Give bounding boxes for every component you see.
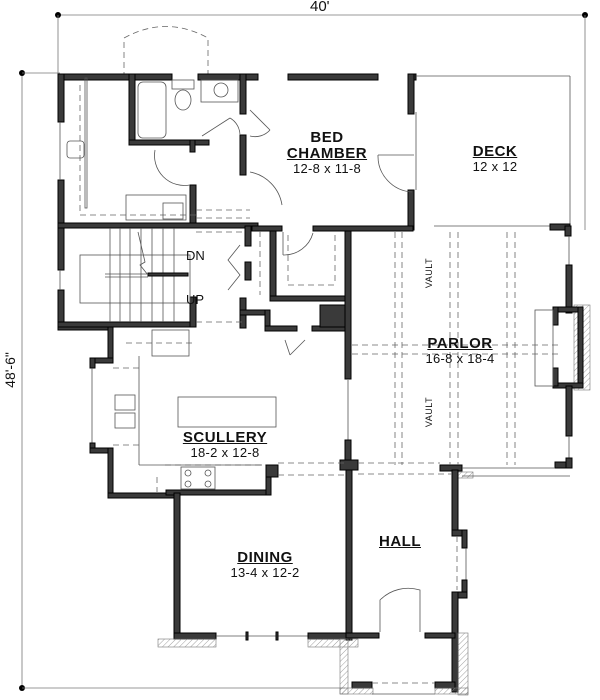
room-name: CHAMBER [286, 144, 368, 162]
kitchen-fixtures [113, 329, 277, 490]
room-name: DECK [472, 143, 518, 160]
room-size: 18-2 x 12-8 [190, 444, 260, 460]
room-label-bed-chamber: BED CHAMBER 12-8 x 11-8 [282, 130, 372, 175]
room-name: SCULLERY [182, 429, 268, 446]
door-swings [227, 109, 421, 632]
room-size: 12-8 x 11-8 [292, 160, 362, 176]
width-dimension-label: 40' [310, 0, 330, 15]
room-size: 16-8 x 18-4 [425, 350, 495, 366]
dimension-lines [19, 12, 588, 691]
room-name: PARLOR [427, 335, 493, 352]
room-label-sculley: SCULLERY 18-2 x 12-8 [170, 430, 280, 459]
ceiling-lines [79, 85, 560, 590]
room-size: 12 x 12 [472, 158, 518, 174]
room-name: DINING [237, 549, 293, 566]
vault-label-bottom: VAULT [424, 396, 435, 428]
room-name: BED [310, 129, 344, 146]
stair-down-label: DN [186, 248, 205, 263]
room-size: 13-4 x 12-2 [230, 564, 300, 580]
room-label-dining: DINING 13-4 x 12-2 [215, 550, 315, 579]
bay-window-outline [123, 26, 209, 78]
exterior-walls [57, 73, 591, 696]
room-label-parlor: PARLOR 16-8 x 18-4 [405, 336, 515, 365]
room-name: HALL [379, 533, 421, 550]
bathroom-fixtures [66, 77, 241, 221]
depth-dimension-label: 48'-6" [1, 352, 18, 388]
room-label-deck: DECK 12 x 12 [455, 144, 535, 173]
room-label-hall: HALL [370, 534, 430, 550]
stair-up-label: UP [186, 292, 205, 307]
kitchen-island [177, 396, 277, 428]
vault-label-top: VAULT [424, 257, 435, 289]
staircase[interactable] [79, 228, 191, 322]
